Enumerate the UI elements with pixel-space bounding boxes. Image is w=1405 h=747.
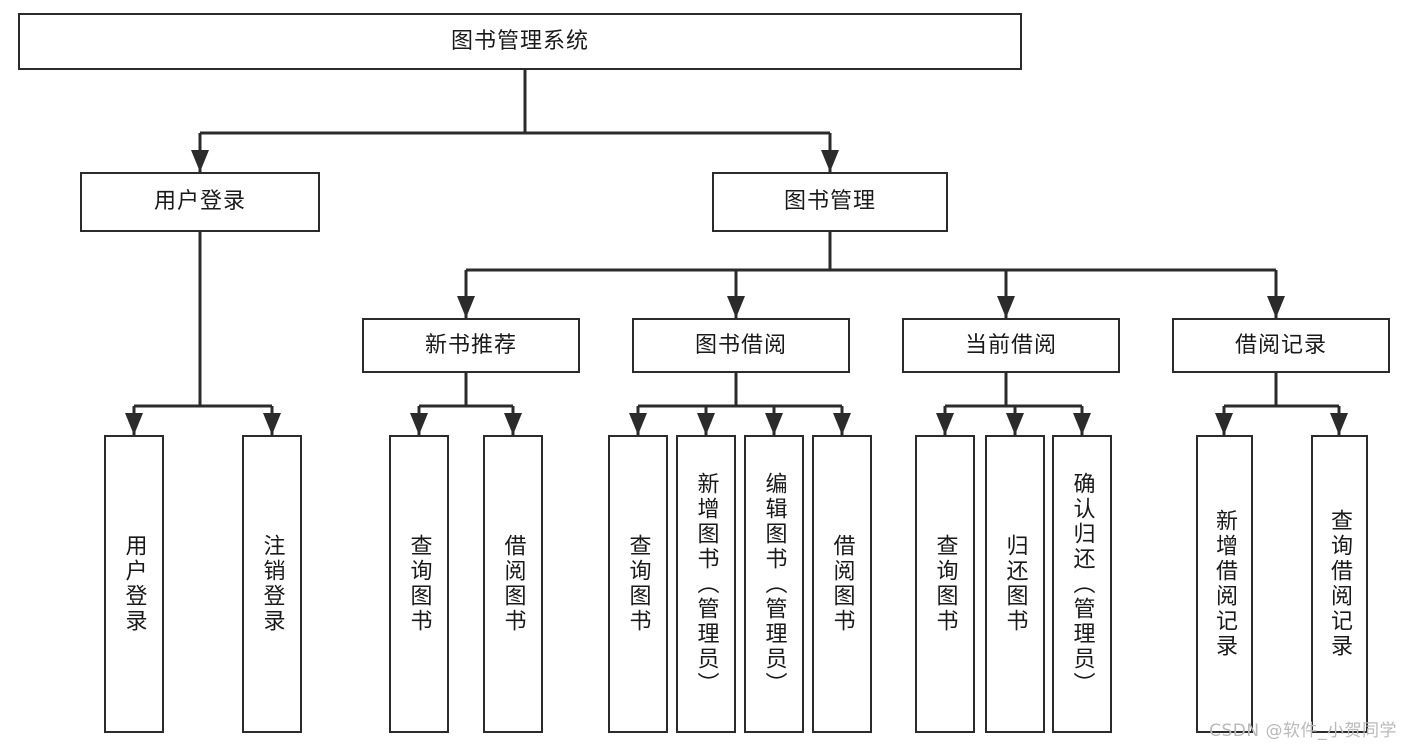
arrowhead-book-manage-0 (457, 296, 475, 318)
node-label: 归还图书 (1002, 534, 1028, 634)
node-label: 新增借阅记录 (1212, 509, 1237, 659)
node-book-manage[interactable]: 图书管理 (712, 172, 948, 232)
arrowhead-book-borrow-2 (765, 413, 783, 435)
arrowhead-book-manage-2 (997, 296, 1015, 318)
arrowhead-book-borrow-0 (629, 413, 647, 435)
node-user-login[interactable]: 用户登录 (80, 172, 320, 232)
node-leaf-query-record[interactable]: 查询借阅记录 (1311, 435, 1368, 733)
arrowhead-borrow-record-0 (1215, 413, 1233, 435)
arrowhead-root-1 (821, 150, 839, 172)
node-label: 新增图书（管理员） (693, 471, 719, 697)
node-label: 查询图书 (406, 534, 432, 634)
node-new-book-rec[interactable]: 新书推荐 (362, 318, 580, 373)
node-label: 编辑图书（管理员） (761, 471, 787, 697)
arrowhead-current-borrow-1 (1006, 413, 1024, 435)
node-label: 图书借阅 (694, 332, 787, 358)
node-leaf-query-book-rec[interactable]: 查询图书 (389, 435, 449, 733)
node-leaf-user-login[interactable]: 用户登录 (104, 435, 164, 733)
watermark-text: CSDN @软件_小贺同学 (1209, 721, 1397, 741)
node-label: 查询借阅记录 (1327, 509, 1352, 659)
arrowhead-book-manage-1 (727, 296, 745, 318)
arrowhead-borrow-record-1 (1330, 413, 1348, 435)
node-borrow-record[interactable]: 借阅记录 (1172, 318, 1390, 373)
node-label: 图书管理 (783, 189, 876, 215)
node-leaf-confirm-return[interactable]: 确认归还（管理员） (1052, 435, 1112, 733)
node-label: 确认归还（管理员） (1069, 471, 1095, 697)
arrowhead-user-login-0 (125, 413, 143, 435)
node-label: 用户登录 (121, 534, 147, 634)
arrowhead-new-book-rec-0 (410, 413, 428, 435)
node-leaf-logout[interactable]: 注销登录 (242, 435, 302, 733)
arrowhead-root-0 (191, 150, 209, 172)
node-label: 当前借阅 (964, 332, 1057, 358)
node-label: 借阅记录 (1234, 332, 1327, 358)
node-label: 查询图书 (932, 534, 958, 634)
arrowhead-user-login-1 (263, 413, 281, 435)
node-label: 新书推荐 (424, 332, 517, 358)
node-label: 用户登录 (153, 189, 246, 215)
node-label: 注销登录 (259, 534, 285, 634)
arrowhead-book-borrow-1 (697, 413, 715, 435)
node-leaf-return-book[interactable]: 归还图书 (985, 435, 1045, 733)
arrowhead-new-book-rec-1 (504, 413, 522, 435)
node-label: 借阅图书 (500, 534, 526, 634)
arrowhead-book-manage-3 (1267, 296, 1285, 318)
node-label: 借阅图书 (829, 534, 855, 634)
node-leaf-query-book-bor[interactable]: 查询图书 (608, 435, 668, 733)
node-leaf-add-record[interactable]: 新增借阅记录 (1196, 435, 1253, 733)
arrowhead-current-borrow-2 (1073, 413, 1091, 435)
node-label: 查询图书 (625, 534, 651, 634)
node-leaf-edit-book[interactable]: 编辑图书（管理员） (744, 435, 804, 733)
node-leaf-borrow-book-rec[interactable]: 借阅图书 (483, 435, 543, 733)
node-leaf-borrow-book[interactable]: 借阅图书 (812, 435, 872, 733)
node-current-borrow[interactable]: 当前借阅 (902, 318, 1120, 373)
node-leaf-query-book-cur[interactable]: 查询图书 (915, 435, 975, 733)
arrowhead-current-borrow-0 (936, 413, 954, 435)
node-root[interactable]: 图书管理系统 (18, 13, 1022, 70)
node-leaf-add-book[interactable]: 新增图书（管理员） (676, 435, 736, 733)
node-label: 图书管理系统 (450, 28, 589, 54)
node-book-borrow[interactable]: 图书借阅 (632, 318, 850, 373)
arrowhead-book-borrow-3 (833, 413, 851, 435)
